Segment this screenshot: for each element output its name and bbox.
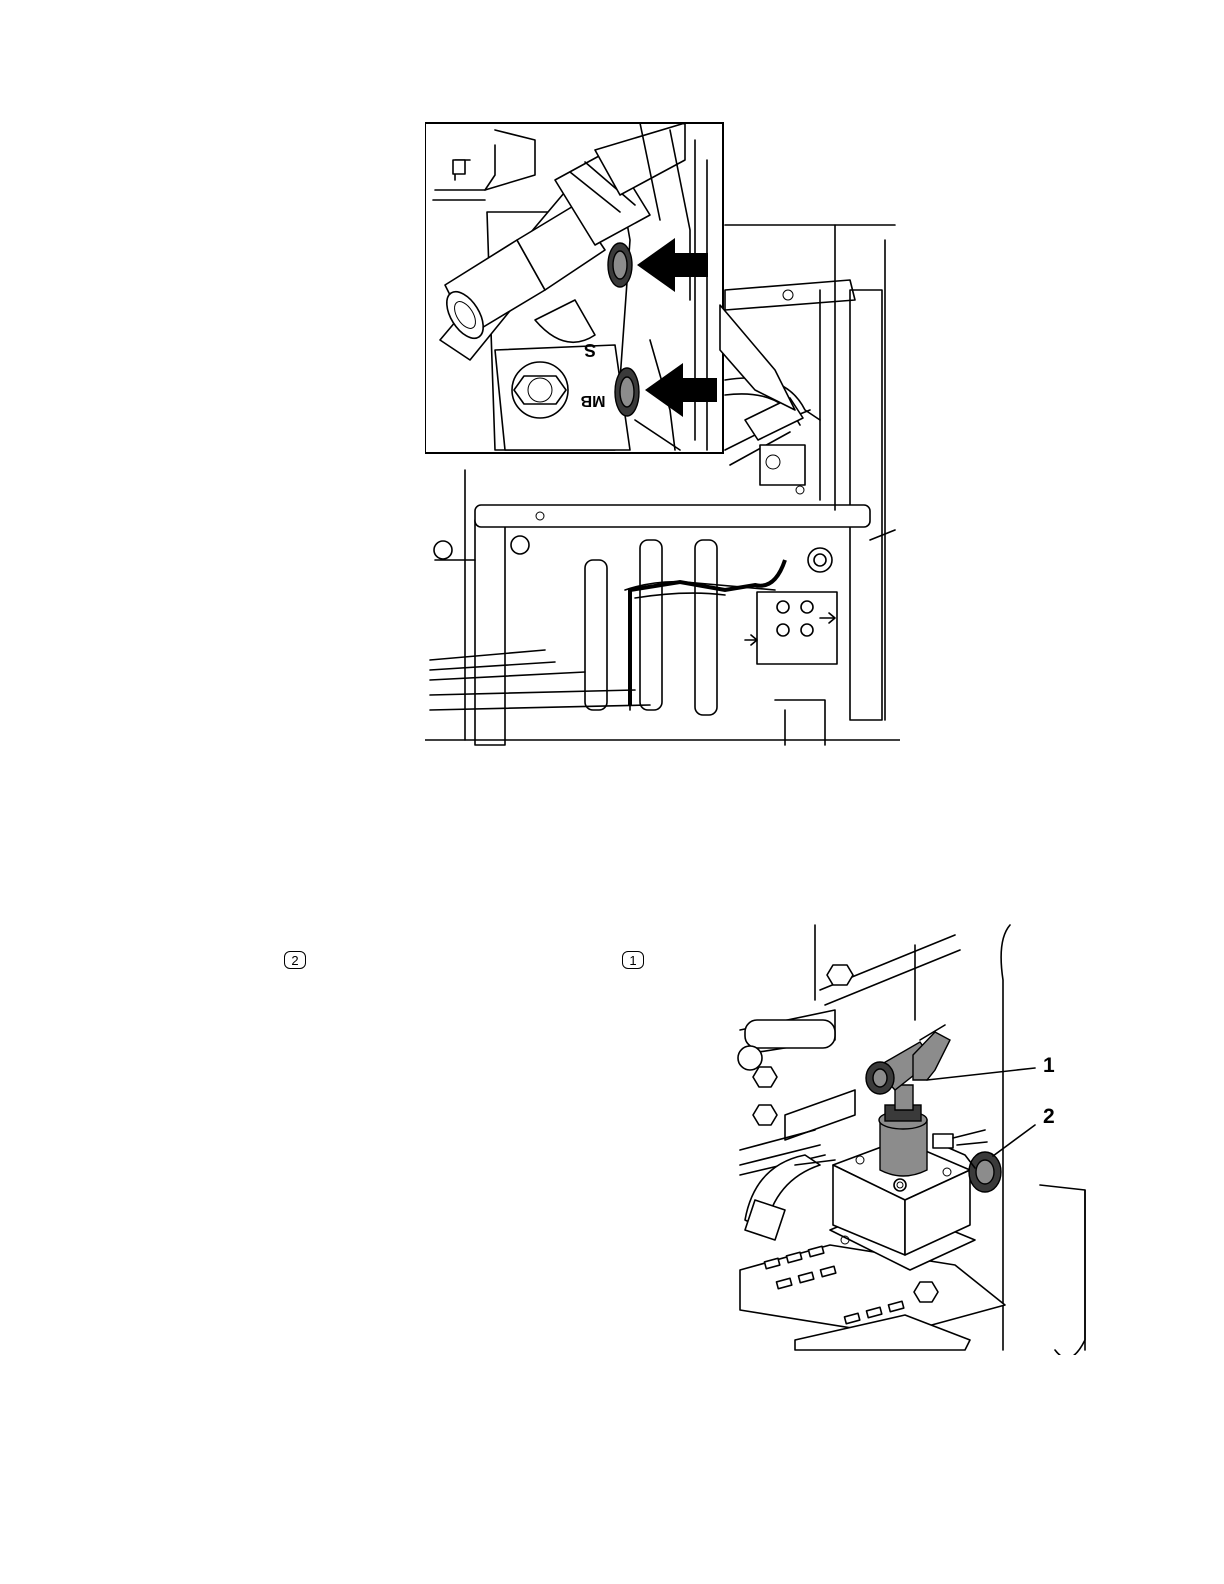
top-figure: S MB — [425, 120, 900, 750]
top-figure-drawing: S MB — [425, 120, 900, 750]
leader-line-1 — [927, 1068, 1035, 1080]
figure-label-1: 1 — [1043, 1055, 1055, 1076]
port-mb-label: MB — [581, 392, 606, 409]
leader-line-2 — [993, 1125, 1035, 1156]
bottom-figure-drawing — [735, 920, 1105, 1355]
detail-inset: S MB — [425, 123, 795, 453]
inline-callout-1: 1 — [622, 951, 644, 969]
pump-assembly — [738, 925, 1085, 1355]
bottom-figure — [735, 920, 1105, 1355]
inline-callout-2: 2 — [284, 951, 306, 969]
figure-label-2: 2 — [1043, 1106, 1055, 1127]
port-s-label: S — [584, 340, 596, 360]
